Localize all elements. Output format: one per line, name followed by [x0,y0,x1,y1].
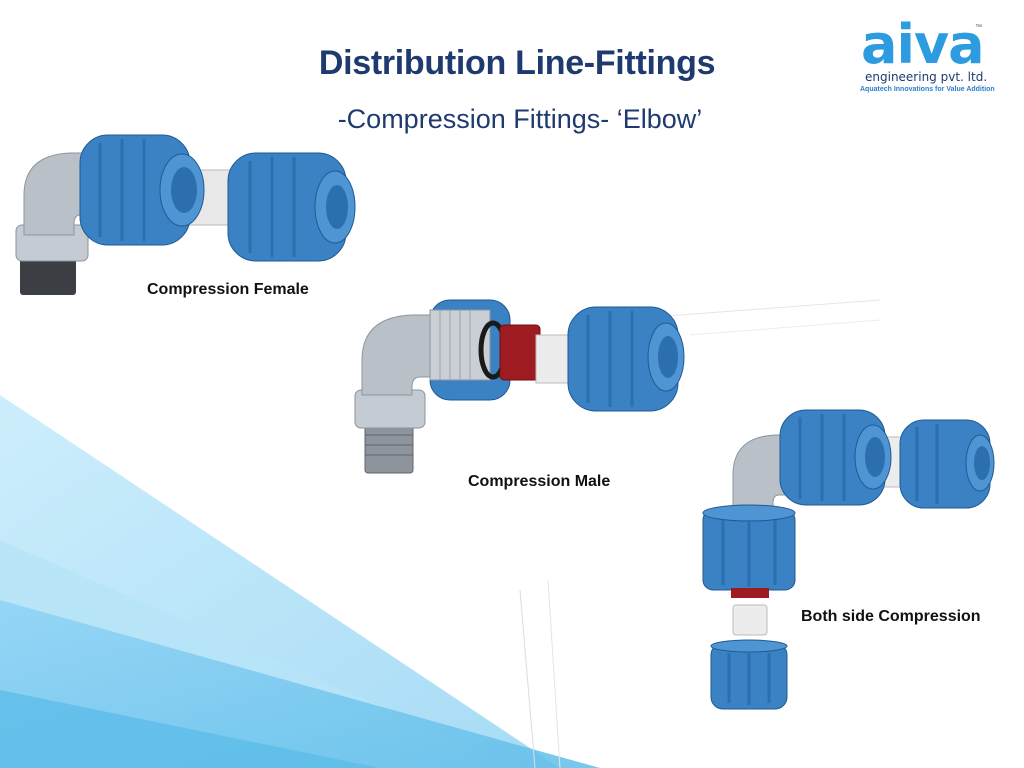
slide-title: Distribution Line-Fittings [318,44,716,82]
company-logo: aiva ™ engineering pvt. ltd. Aquatech In… [855,14,1005,94]
logo-trademark: ™ [975,24,982,31]
logo-tagline: Aquatech Innovations for Value Addition [860,86,995,93]
logo-wordmark: aiva [861,13,985,76]
logo-company-name: engineering pvt. ltd. [865,70,988,84]
caption-both-side-compression: Both side Compression [801,608,981,625]
both-side-compression-illustration [702,409,995,710]
slide-subtitle: -Compression Fittings- ‘Elbow’ [337,104,703,134]
compression-female-illustration [15,134,356,295]
caption-compression-female: Compression Female [147,281,309,298]
compression-male-illustration [354,299,685,474]
caption-compression-male: Compression Male [468,473,611,490]
